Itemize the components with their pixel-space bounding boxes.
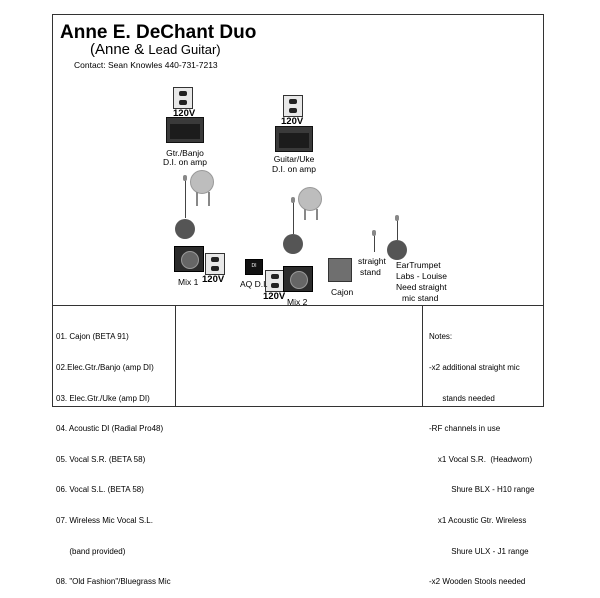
notes-item: x1 Acoustic Gtr. Wireless (429, 516, 527, 526)
stool-leg (304, 209, 306, 220)
stool-leg (196, 192, 198, 206)
eartrumpet-label-2: Labs - Louise (396, 271, 448, 281)
monitor-wedge-icon (283, 266, 313, 292)
notes-item: x1 Vocal S.R. (Headworn) (429, 454, 533, 464)
amp-left-label-1: Gtr./Banjo (166, 148, 204, 158)
table-column-divider (175, 305, 176, 407)
amp-left-label-2: D.I. on amp (163, 157, 207, 167)
notes-item: Shure BLX - H10 range (429, 485, 535, 495)
mic-stand-base-icon (175, 219, 195, 239)
notes-item: Notes: (429, 332, 453, 342)
table-column-divider (422, 305, 423, 407)
input-list-item: 06. Vocal S.L. (BETA 58) (56, 485, 144, 495)
eartrumpet-label-4: mic stand (402, 293, 439, 303)
notes-item: -RF channels in use (429, 424, 501, 434)
stool-leg (316, 209, 318, 220)
straight-stand-label-2: stand (360, 267, 381, 277)
mic-stand (293, 200, 294, 234)
input-list-item: 01. Cajon (BETA 91) (56, 332, 129, 342)
input-list-item: 04. Acoustic DI (Radial Pro48) (56, 424, 164, 434)
aq-di-voltage: 120V (263, 291, 286, 302)
amp-right-label-2: D.I. on amp (272, 164, 316, 174)
notes-item: stands needed (429, 393, 495, 403)
mic-stand-base-icon (387, 240, 407, 260)
cajon-icon (328, 258, 352, 282)
notes-list: Notes: -x2 additional straight mic stand… (429, 312, 534, 598)
di-box-icon: DI (245, 259, 263, 275)
eartrumpet-label-3: Need straight (396, 282, 447, 292)
table-top-border (52, 305, 544, 306)
stool-icon (190, 170, 214, 194)
mix1-voltage: 120V (202, 274, 225, 285)
di-box-text: DI (251, 263, 257, 269)
guitar-amp-icon (166, 117, 204, 143)
input-list-item: 05. Vocal S.R. (BETA 58) (56, 454, 146, 464)
mic-stand (397, 218, 398, 240)
mic-icon (291, 197, 295, 203)
stool-icon (298, 187, 322, 211)
guitar-amp-icon (275, 126, 313, 152)
input-list-item: 03. Elec.Gtr./Uke (amp DI) (56, 393, 150, 403)
stool-leg (208, 192, 210, 206)
outlet-voltage-left: 120V (173, 108, 196, 119)
input-list-item: 08. "Old Fashion"/Bluegrass Mic (56, 577, 171, 587)
input-list: 01. Cajon (BETA 91) 02.Elec.Gtr./Banjo (… (56, 312, 171, 598)
notes-item: Shure ULX - J1 range (429, 546, 529, 556)
cajon-label: Cajon (331, 287, 354, 297)
outlet-icon (205, 253, 225, 275)
mix2-label: Mix 2 (287, 297, 308, 307)
outlet-icon (265, 270, 285, 292)
mic-icon (372, 230, 376, 236)
input-list-item: 02.Elec.Gtr./Banjo (amp DI) (56, 363, 154, 373)
mic-stand-base-icon (283, 234, 303, 254)
subtitle-suffix: Lead Guitar) (148, 42, 221, 57)
straight-stand (374, 232, 375, 252)
notes-item: -x2 Wooden Stools needed (429, 577, 526, 587)
stage-plot-frame (52, 14, 544, 407)
mix1-label: Mix 1 (178, 277, 199, 287)
page-subtitle: (Anne & Lead Guitar) (90, 41, 221, 58)
monitor-wedge-icon (174, 246, 204, 272)
input-list-item: 07. Wireless Mic Vocal S.L. (56, 516, 153, 526)
contact-info: Contact: Sean Knowles 440-731-7213 (74, 60, 218, 70)
subtitle-prefix: (Anne & (90, 41, 149, 58)
mic-icon (395, 215, 399, 221)
input-list-item: (band provided) (56, 546, 126, 556)
eartrumpet-label-1: EarTrumpet (396, 260, 441, 270)
page-title: Anne E. DeChant Duo (60, 22, 257, 43)
outlet-icon (173, 87, 193, 109)
mic-stand (185, 178, 186, 218)
notes-item: -x2 additional straight mic (429, 363, 520, 373)
outlet-icon (283, 95, 303, 117)
amp-right-label-1: Guitar/Uke (273, 154, 315, 164)
straight-stand-label-1: straight (358, 256, 386, 266)
aq-di-label: AQ D.I. (240, 279, 268, 289)
mic-icon (183, 175, 187, 181)
outlet-voltage-right: 120V (281, 116, 304, 127)
